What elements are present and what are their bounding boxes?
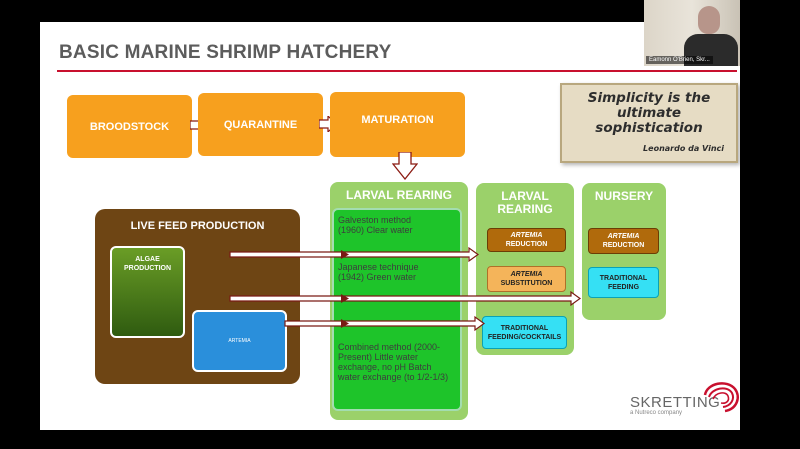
arrow-right-icon xyxy=(229,290,582,307)
skretting-swirl-icon xyxy=(703,382,739,413)
algae-box: ALGAE PRODUCTION xyxy=(110,246,185,338)
artemia-substitution-pill: ARTEMIA SUBSTITUTION xyxy=(487,266,566,292)
arrow-right-icon xyxy=(284,315,486,332)
participant-video-tile[interactable]: Eamonn O'Brien, Skr... xyxy=(644,0,740,66)
maturation-label: MATURATION xyxy=(361,114,434,126)
traditional-feeding-cocktails-pill: TRADITIONAL FEEDING/COCKTAILS xyxy=(482,316,567,349)
algae-label: ALGAE PRODUCTION xyxy=(123,256,172,272)
slide-title: BASIC MARINE SHRIMP HATCHERY xyxy=(59,42,392,63)
pill-label: TRADITIONAL FEEDING/COCKTAILS xyxy=(487,324,562,341)
arrow-down-icon xyxy=(392,152,418,180)
artemia-reduction-pill: ARTEMIA REDUCTION xyxy=(487,228,566,252)
pill-label: SUBSTITUTION xyxy=(500,280,553,287)
method-galveston: Galveston method (1960) Clear water xyxy=(338,215,413,235)
methods-box xyxy=(332,208,462,411)
skretting-logo: SKRETTING a Nutreco company xyxy=(630,394,720,416)
quarantine-label: QUARANTINE xyxy=(223,118,298,131)
nursery-title: NURSERY xyxy=(594,189,654,203)
pill-label: REDUCTION xyxy=(602,242,645,249)
pill-label: REDUCTION xyxy=(505,241,548,248)
larval-rearing-column-title: LARVAL REARING xyxy=(497,189,553,216)
pill-em: ARTEMIA xyxy=(607,233,640,240)
quote-author: Leonardo da Vinci xyxy=(643,144,724,153)
participant-head xyxy=(698,6,720,34)
logo-brand: SKRETTING xyxy=(630,394,721,411)
pill-em: ARTEMIA xyxy=(510,232,543,239)
title-rule xyxy=(57,70,737,72)
broodstock-label: BROODSTOCK xyxy=(89,120,170,133)
quarantine-box: QUARANTINE xyxy=(198,93,323,156)
long-arrows xyxy=(229,246,582,332)
broodstock-box: BROODSTOCK xyxy=(67,95,192,158)
quote-text: Simplicity is the ultimate sophisticatio… xyxy=(587,90,711,136)
maturation-box: MATURATION xyxy=(330,92,465,157)
pill-em: ARTEMIA xyxy=(510,271,543,278)
arrow-right-icon xyxy=(229,246,480,263)
quote-card: Simplicity is the ultimate sophisticatio… xyxy=(560,83,738,163)
live-feed-title: LIVE FEED PRODUCTION xyxy=(130,220,265,232)
larval-rearing-title: LARVAL REARING xyxy=(345,188,452,202)
nursery-traditional-feeding-pill: TRADITIONAL FEEDING xyxy=(588,267,659,298)
method-japanese: Japanese technique (1942) Green water xyxy=(338,262,419,282)
participant-name-label: Eamonn O'Brien, Skr... xyxy=(646,56,713,64)
method-combined: Combined method (2000-Present) Little wa… xyxy=(338,342,449,382)
pill-label: TRADITIONAL FEEDING xyxy=(599,274,648,291)
logo-tagline: a Nutreco company xyxy=(630,410,683,416)
artemia-label: ARTEMIA xyxy=(228,338,251,344)
artemia-box: ARTEMIA xyxy=(192,310,287,372)
nursery-artemia-reduction-pill: ARTEMIA REDUCTION xyxy=(588,228,659,254)
